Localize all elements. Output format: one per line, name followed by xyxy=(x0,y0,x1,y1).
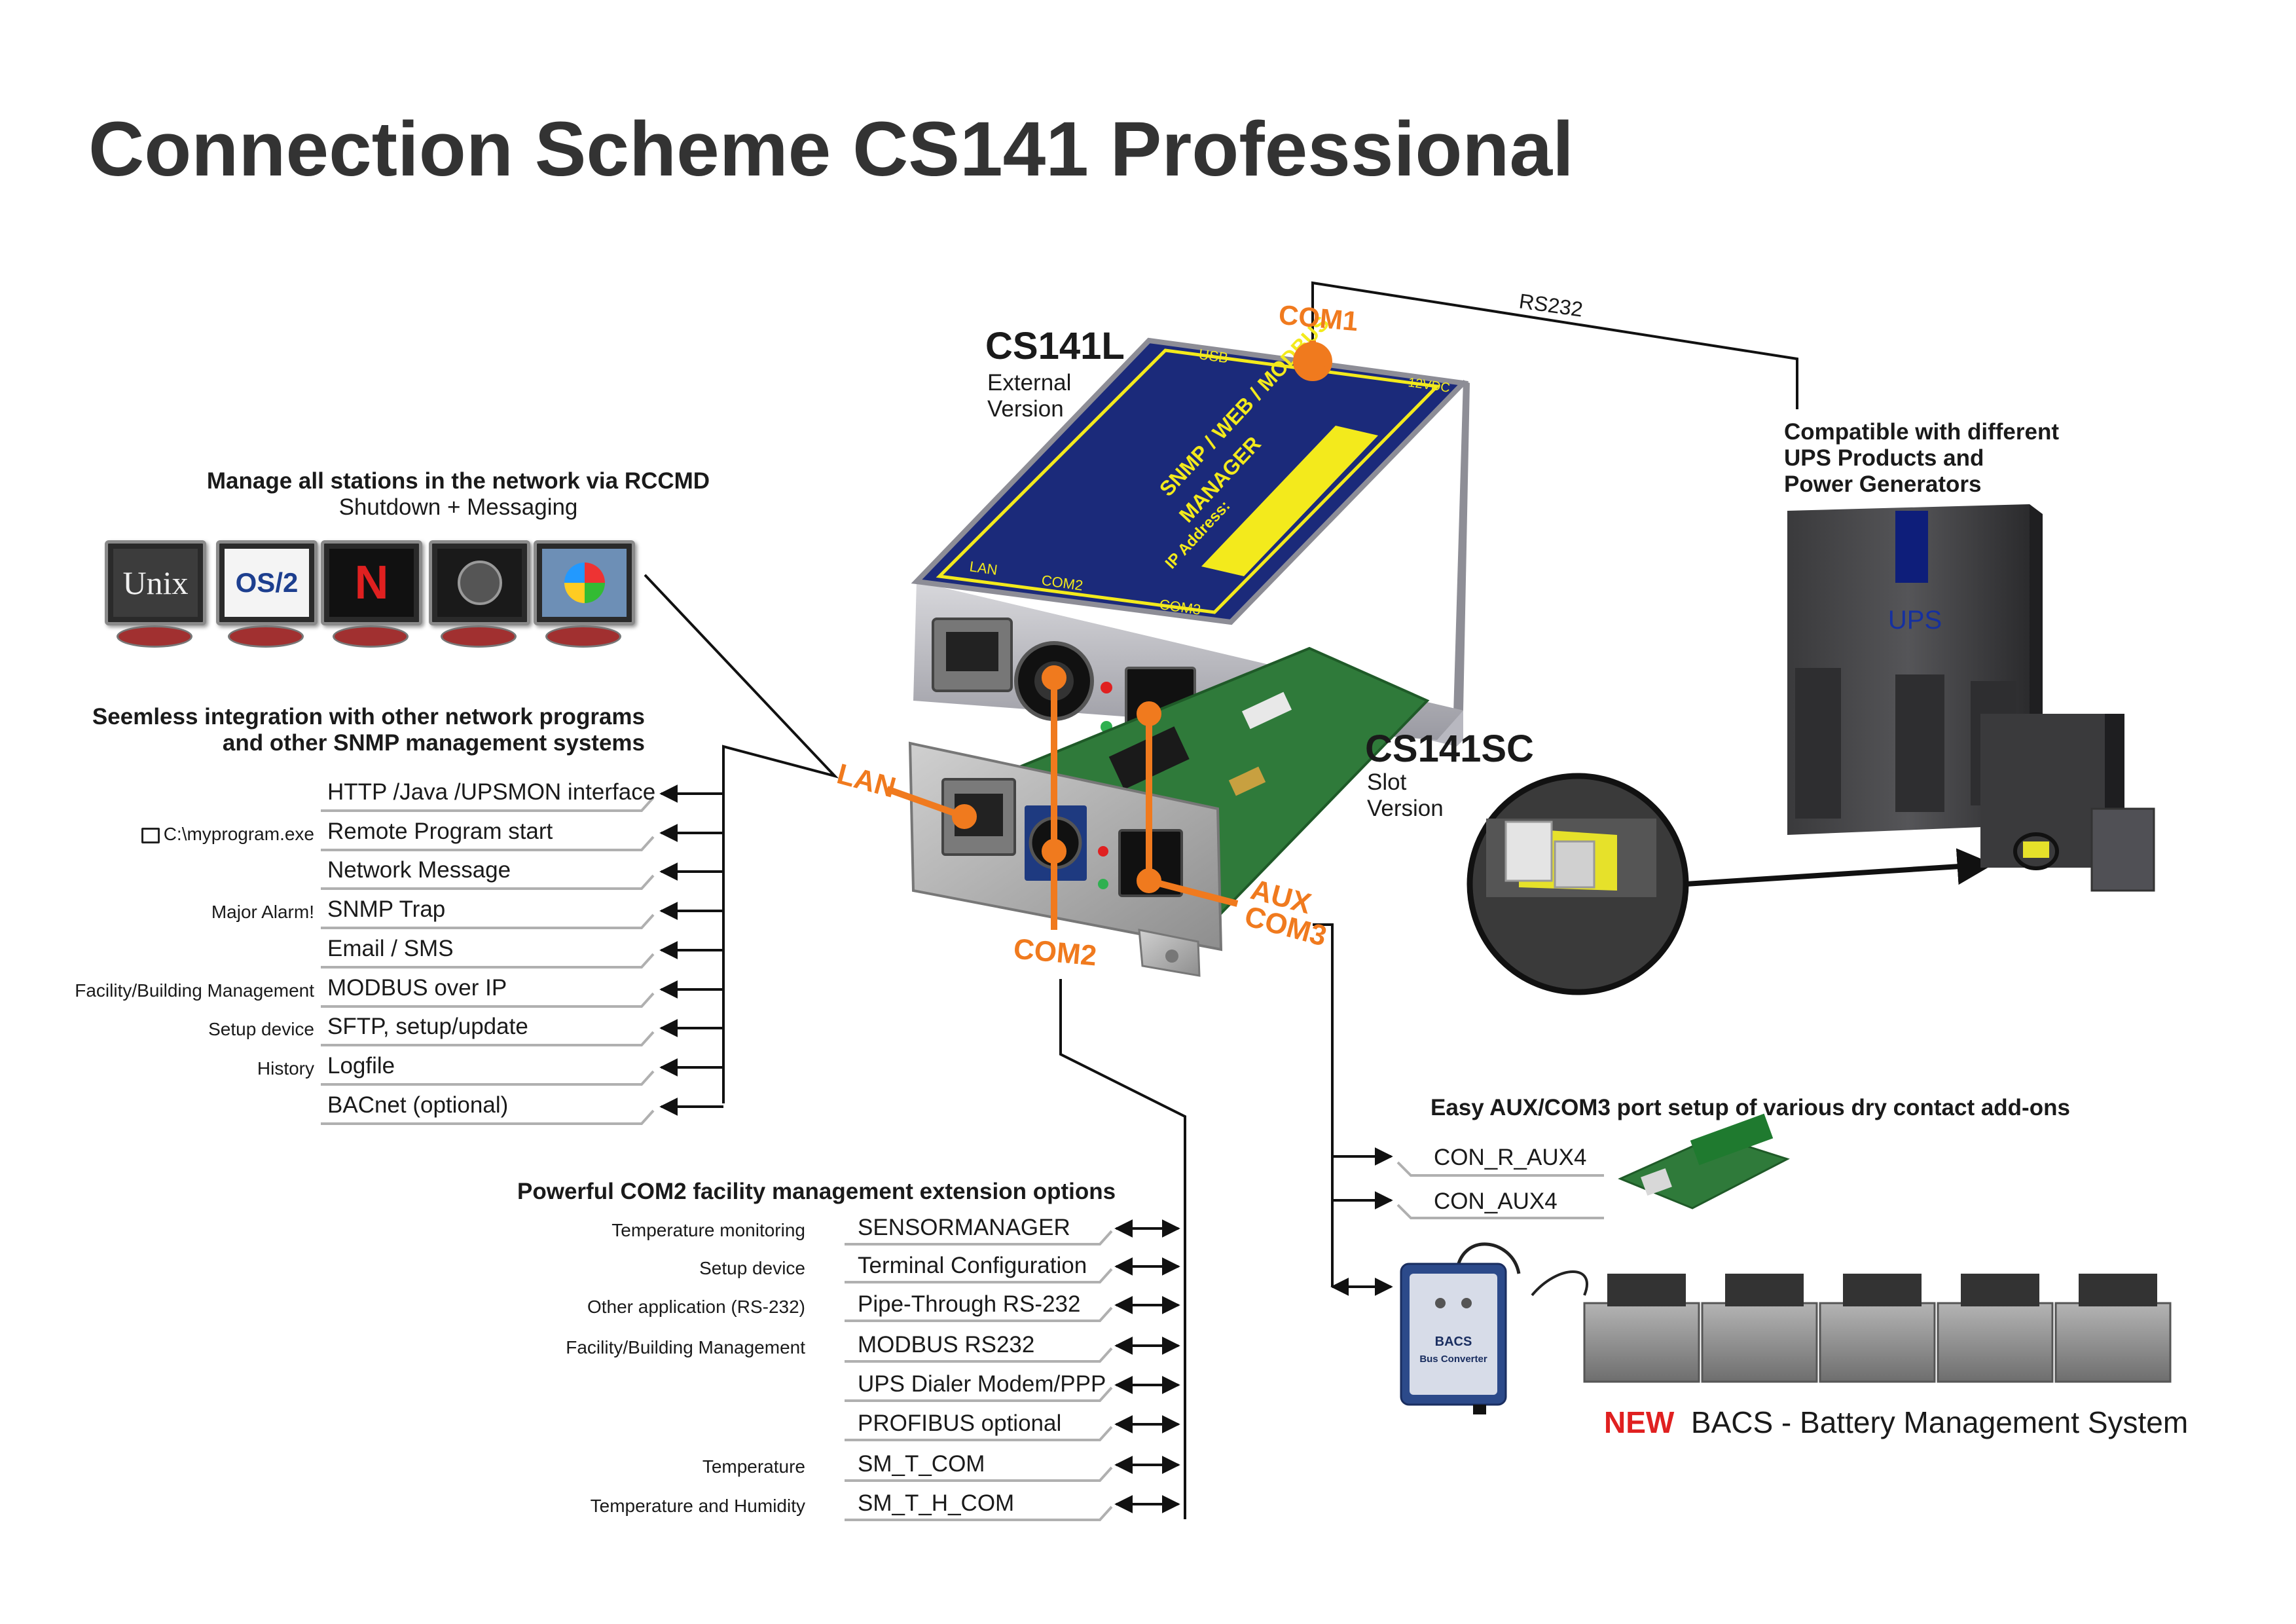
com2-side-note: Temperature xyxy=(702,1456,805,1477)
com2-item: PROFIBUS optional xyxy=(858,1411,1062,1436)
aux-item-lines xyxy=(1330,1147,1393,1296)
seamless-line1: Seemless integration with other network … xyxy=(92,704,645,729)
computer-icon xyxy=(141,827,160,843)
monitor-stand xyxy=(117,625,192,648)
cs141sc-sub2: Version xyxy=(1367,796,1444,821)
compat-line2: UPS Products and xyxy=(1784,445,1984,471)
lan-item: Email / SMS xyxy=(327,936,454,961)
os2-logo: OS/2 xyxy=(235,567,299,598)
lan-item: SNMP Trap xyxy=(327,896,446,922)
lan-side-note: C:\myprogram.exe xyxy=(131,824,314,845)
monitor-stand xyxy=(545,625,621,648)
com2-side-note: Facility/Building Management xyxy=(566,1337,805,1357)
lan-item: SFTP, setup/update xyxy=(327,1014,528,1039)
com2-item: SM_T_H_COM xyxy=(858,1490,1015,1516)
cs141l-sub2: Version xyxy=(987,396,1064,422)
bacs-converter xyxy=(1400,1242,1521,1414)
seamless-line2: and other SNMP management systems xyxy=(222,730,645,756)
lan-item: Remote Program start xyxy=(327,819,553,844)
cs141l-title: CS141L xyxy=(985,325,1125,367)
compat-text: Compatible with different UPS Products a… xyxy=(1784,419,2059,498)
lan-line xyxy=(644,574,839,1103)
svg-text:LAN: LAN xyxy=(968,558,998,578)
lan-item: HTTP /Java /UPSMON interface xyxy=(327,779,656,805)
battery-bank xyxy=(1531,1270,2172,1383)
novell-monitor: N xyxy=(321,540,422,625)
com2-line xyxy=(1059,979,1186,1519)
com2-item-lines xyxy=(1114,1219,1180,1513)
seamless-heading: Seemless integration with other network … xyxy=(88,704,645,756)
bacs-box-title: BACS xyxy=(1435,1335,1472,1349)
lan-side-note: Setup device xyxy=(208,1019,314,1039)
lan-item-underlines xyxy=(321,796,655,1125)
bacs-box-sub: Bus Converter xyxy=(1419,1354,1487,1365)
com2-side-note: Other application (RS-232) xyxy=(587,1297,805,1317)
com2-item: SM_T_COM xyxy=(858,1451,985,1477)
ups-cabinet xyxy=(1787,504,2155,892)
lan-item: BACnet (optional) xyxy=(327,1092,509,1118)
com2-item-underlines xyxy=(845,1230,1113,1521)
page-title: Connection Scheme CS141 Professional xyxy=(88,106,1574,193)
cs141sc-title: CS141SC xyxy=(1365,728,1534,770)
lan-side-text: C:\myprogram.exe xyxy=(163,824,314,844)
cs141l-sub1: External xyxy=(987,370,1072,396)
slot-zoom xyxy=(1467,773,1994,995)
orange-callouts xyxy=(886,341,1332,930)
aux-item-underlines xyxy=(1396,1161,1604,1219)
lan-item: Network Message xyxy=(327,857,511,883)
com2-side-note: Temperature and Humidity xyxy=(590,1496,805,1516)
manage-subheading: Shutdown + Messaging xyxy=(338,494,578,520)
aux-heading: Easy AUX/COM3 port setup of various dry … xyxy=(1430,1095,2070,1120)
com2-side-note: Temperature monitoring xyxy=(611,1220,805,1240)
com2-heading: Powerful COM2 facility management extens… xyxy=(517,1179,1116,1204)
com2-item: UPS Dialer Modem/PPP xyxy=(858,1371,1106,1397)
unix-logo: Unix xyxy=(122,564,189,601)
os2-monitor: OS/2 xyxy=(216,540,318,625)
monitor-stand xyxy=(228,625,304,648)
aux-line xyxy=(1313,923,1334,1287)
manage-heading: Manage all stations in the network via R… xyxy=(206,468,710,494)
com2-side-note: Setup device xyxy=(699,1258,805,1278)
macosx-monitor xyxy=(429,540,530,625)
compat-line3: Power Generators xyxy=(1784,471,1982,497)
lan-item-lines xyxy=(659,784,723,1116)
compat-line1: Compatible with different xyxy=(1784,419,2059,445)
bacs-label: BACS - Battery Management System xyxy=(1690,1405,2189,1439)
lan-item: Logfile xyxy=(327,1053,395,1079)
aux-item: CON_R_AUX4 xyxy=(1434,1145,1587,1170)
com2-item: Pipe-Through RS-232 xyxy=(858,1291,1081,1317)
aux-addon-board xyxy=(1618,1113,1790,1209)
lan-side-note: Facility/Building Management xyxy=(75,980,314,1001)
cs141sc-sub1: Slot xyxy=(1367,769,1407,795)
aux-item: CON_AUX4 xyxy=(1434,1189,1558,1214)
ups-label: UPS xyxy=(1888,606,1942,635)
new-badge: NEW xyxy=(1604,1405,1675,1439)
unix-monitor: Unix xyxy=(105,540,206,625)
lan-item: MODBUS over IP xyxy=(327,975,507,1001)
com2-item: MODBUS RS232 xyxy=(858,1332,1035,1357)
rs232-line xyxy=(1311,281,1798,409)
lan-side-note: History xyxy=(257,1058,314,1079)
windows-monitor xyxy=(534,540,635,625)
svg-text:USB: USB xyxy=(1197,346,1229,366)
com2-item: SENSORMANAGER xyxy=(858,1215,1070,1240)
lan-side-note: Major Alarm! xyxy=(211,902,314,922)
monitor-stand xyxy=(333,625,409,648)
com2-item: Terminal Configuration xyxy=(858,1253,1087,1278)
monitor-stand xyxy=(441,625,517,648)
bacs-caption: NEW BACS - Battery Management System xyxy=(1604,1405,2188,1440)
